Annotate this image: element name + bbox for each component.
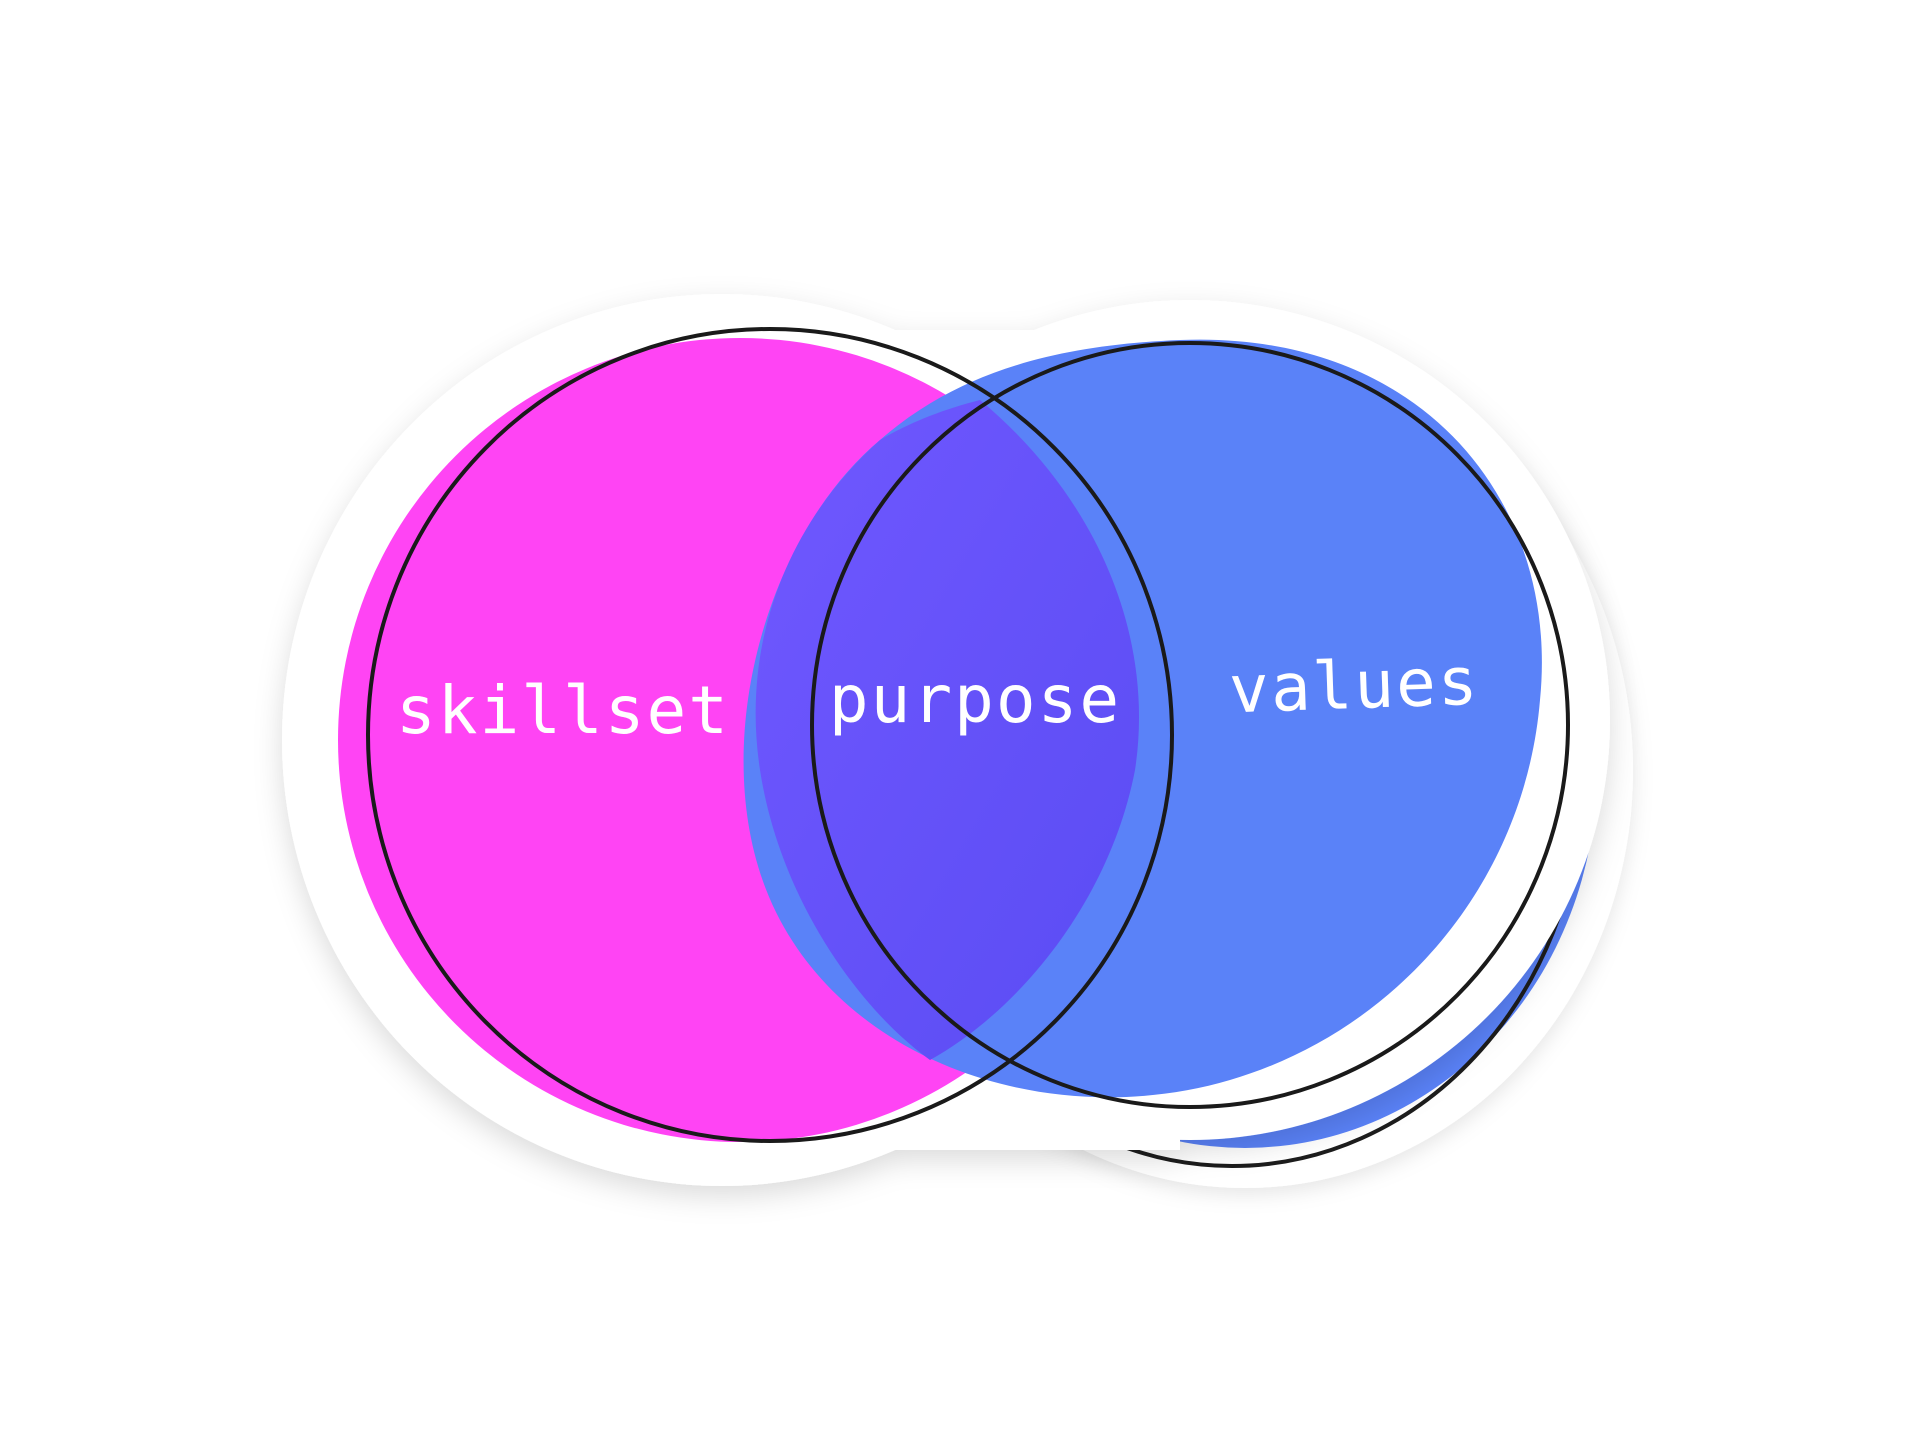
purpose-label: purpose: [829, 661, 1121, 738]
values-outline: [810, 341, 1570, 1109]
skillset-label: skillset: [396, 672, 730, 749]
skillset-outline: [366, 327, 1174, 1143]
venn-outlines: [366, 327, 1570, 1143]
values-label: values: [1228, 643, 1481, 729]
